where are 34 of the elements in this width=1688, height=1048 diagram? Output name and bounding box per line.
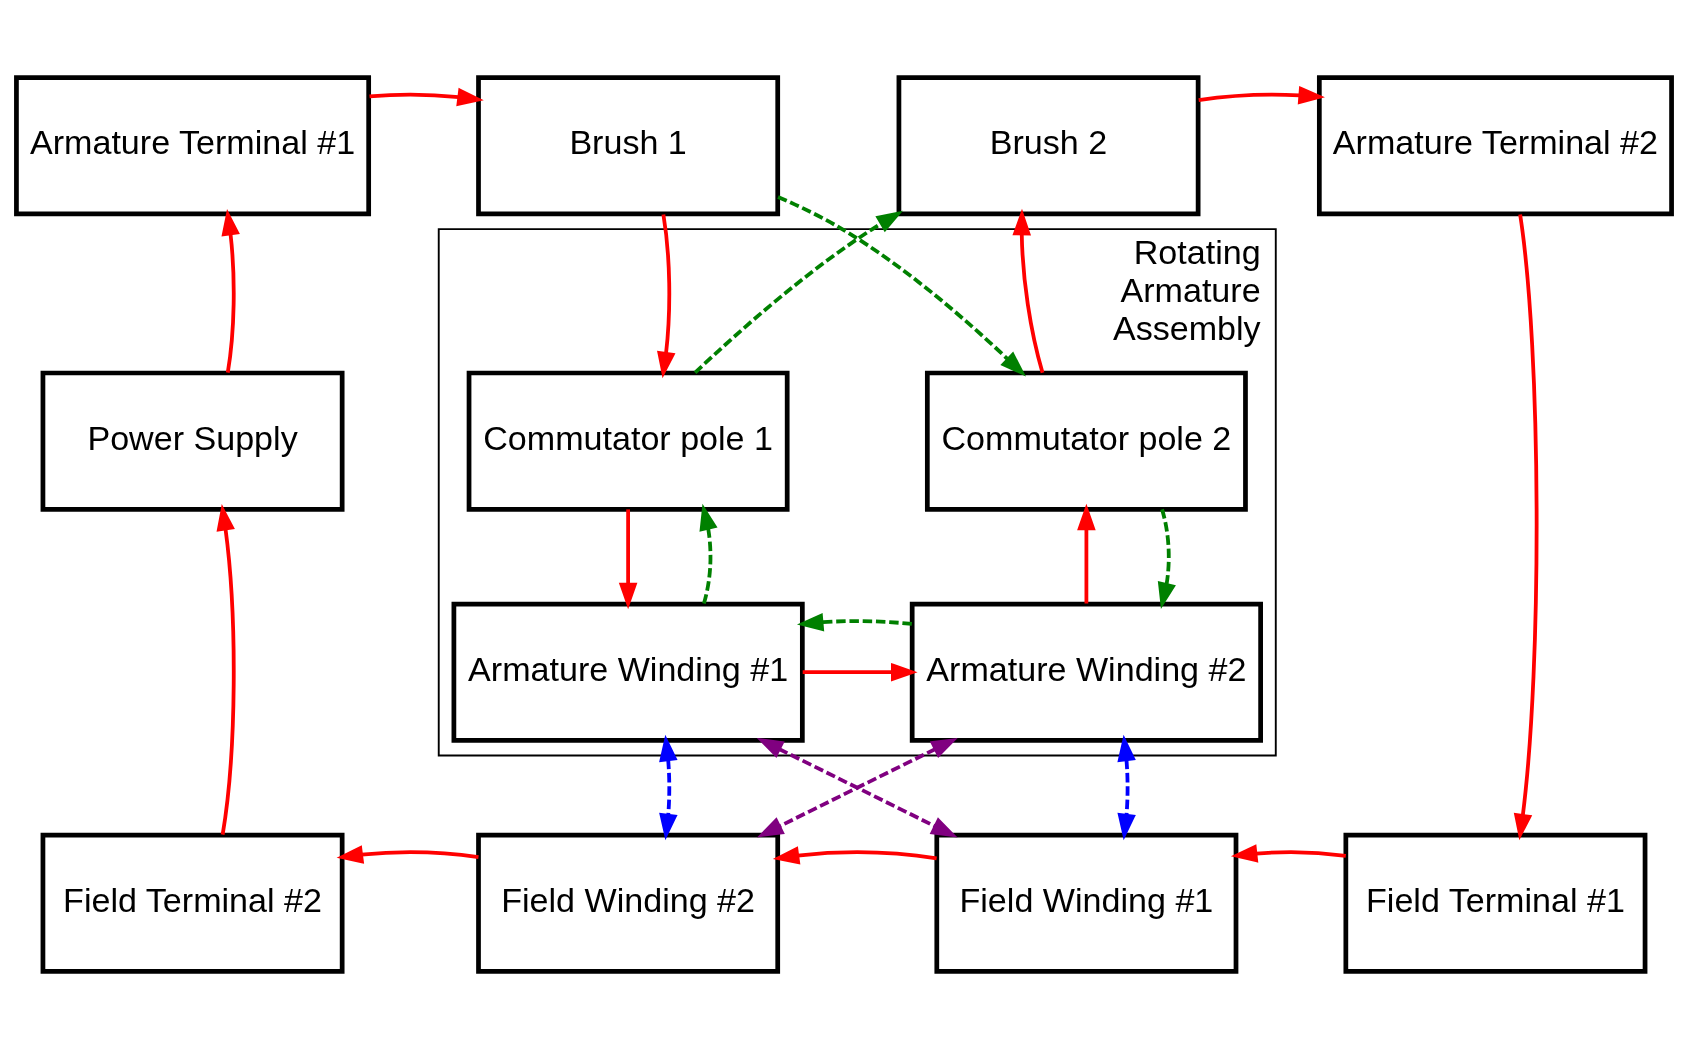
arrow [1012,208,1045,373]
arrow [369,87,484,106]
arrow [657,213,676,378]
arrow [618,508,638,609]
arrow [221,208,240,373]
arrow [1077,503,1096,603]
arrow [1230,843,1347,863]
node-box: Field Terminal #2 [40,832,345,974]
arrow [699,503,718,604]
node-box: Armature Winding #1 [451,601,805,743]
node-box: Brush 2 [896,74,1201,216]
node-box: Armature Terminal #2 [1316,74,1674,216]
node-box: Brush 1 [476,74,781,216]
arrow [216,503,236,835]
node-box: Commutator pole 1 [466,370,790,512]
arrow [756,737,958,837]
arrow [1117,734,1136,840]
node-box: Armature Terminal #1 [14,74,372,216]
arrow [1513,213,1539,840]
arrow [802,662,918,681]
arrow [336,844,479,864]
arrow [777,194,1026,377]
arrow [1198,85,1325,105]
arrow [772,845,937,865]
node-box: Armature Winding #2 [909,601,1263,743]
arrow [796,612,912,631]
node-box: Field Terminal #1 [1343,832,1648,974]
node-box: Power Supply [40,370,345,512]
node-box: Field Winding #1 [934,832,1239,974]
node-box: Field Winding #2 [476,832,781,974]
arrow [659,734,678,840]
arrow [1157,508,1176,609]
arrow [693,210,903,374]
node-box: Commutator pole 2 [924,370,1248,512]
